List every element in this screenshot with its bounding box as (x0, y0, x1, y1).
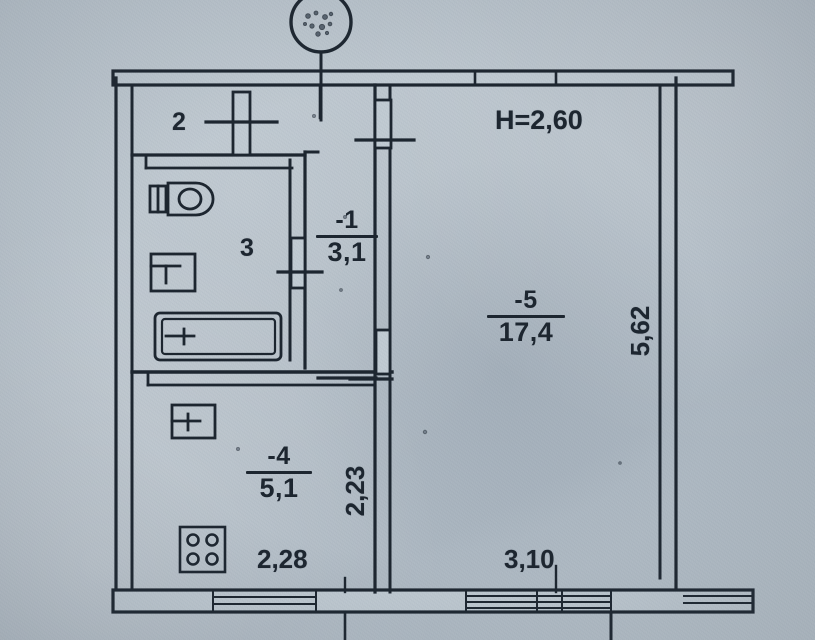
toilet-fixture (148, 181, 215, 217)
top-exterior-wall (111, 69, 735, 87)
paper-specks (236, 114, 622, 465)
room-label-living: -5 17,4 (487, 286, 565, 347)
room-label-kitchen: -4 5,1 (246, 442, 312, 503)
dimension-right-vertical: 5,62 (625, 305, 655, 357)
bathtub-fixture (153, 311, 283, 362)
stamp-circle-marker (289, 0, 353, 122)
wall-bathroom-kitchen (130, 370, 394, 387)
room-label-balcony: 2 (172, 108, 186, 136)
room-label-bathroom: 3 (240, 234, 254, 262)
room-area-hall: 3,1 (327, 236, 367, 267)
dimension-bottom-right: 3,10 (504, 544, 555, 574)
window-bottom-far-right (683, 595, 754, 604)
fraction-rule (487, 314, 565, 318)
room-number-hall: -1 (335, 206, 359, 234)
wall-balcony-bathroom (130, 153, 307, 170)
door-bathroom (276, 236, 324, 290)
room-area-kitchen: 5,1 (259, 472, 299, 503)
room-number-kitchen: -4 (267, 442, 291, 470)
door-hall-living-upper (354, 98, 416, 150)
bottom-exterior-wall (111, 588, 755, 640)
room-area-living: 17,4 (498, 316, 554, 347)
kitchen-stove-fixture (178, 525, 227, 574)
fraction-rule (246, 470, 312, 474)
ceiling-height-label: H=2,60 (495, 105, 583, 135)
right-exterior-wall (658, 76, 678, 594)
door-balcony (204, 90, 279, 157)
dimension-ticks (343, 564, 558, 594)
room-number-living: -5 (514, 286, 538, 314)
kitchen-sink-fixture (170, 403, 217, 440)
fraction-rule (316, 234, 378, 238)
dimension-bottom-left: 2,28 (257, 544, 308, 574)
left-exterior-wall (114, 76, 134, 599)
wash-basin-fixture (149, 252, 197, 293)
room-label-hall: -1 3,1 (316, 206, 378, 267)
dimension-middle-vertical: 2,23 (340, 465, 370, 517)
